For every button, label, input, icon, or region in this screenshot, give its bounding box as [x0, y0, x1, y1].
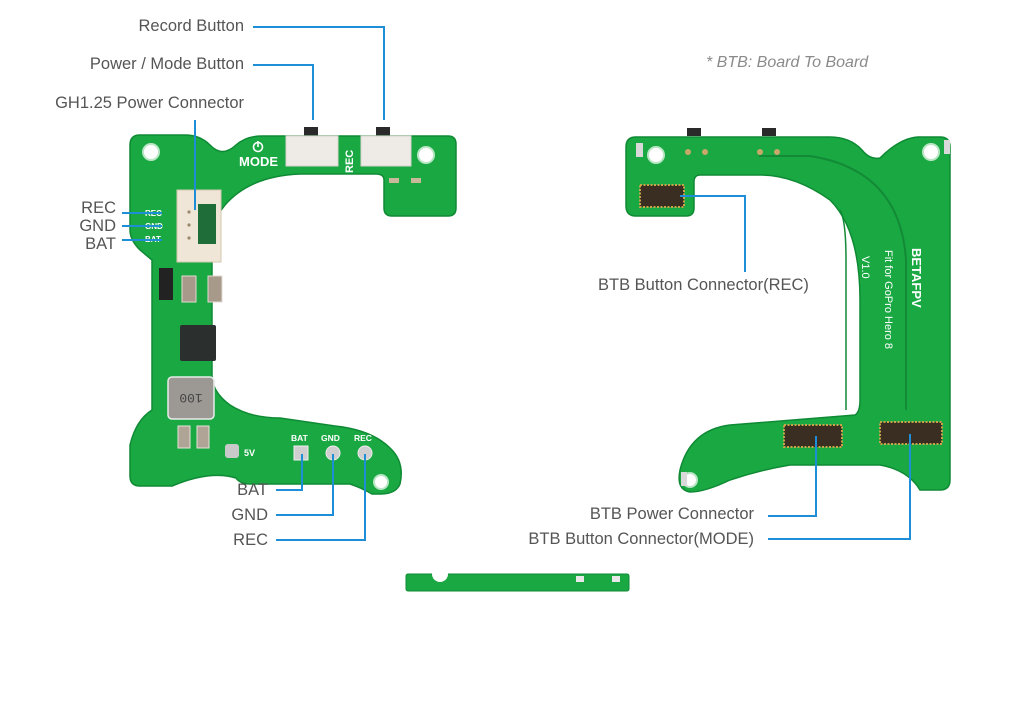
leader-btb-power	[768, 436, 817, 517]
callout-record-button: Record Button	[138, 17, 244, 35]
mounting-hole	[417, 146, 435, 164]
gh125-connector-cavity	[198, 204, 216, 244]
rec-switch	[360, 135, 412, 167]
mode-switch-actuator	[304, 127, 318, 136]
inductor	[167, 376, 215, 420]
leader-btb-rec	[680, 195, 746, 272]
callout-pin-gnd: GND	[79, 217, 116, 235]
btb-footnote: * BTB: Board To Board	[706, 54, 869, 71]
callout-gh125-connector: GH1.25 Power Connector	[55, 94, 244, 112]
callout-btb-power: BTB Power Connector	[589, 505, 754, 523]
callout-btb-mode: BTB Button Connector(MODE)	[528, 530, 754, 548]
smd-resistor	[389, 178, 399, 183]
silk-pad-bat: BAT	[291, 433, 309, 443]
silk-5v: 5V	[244, 448, 255, 458]
right-pcb-outline	[625, 136, 951, 493]
mounting-hole	[142, 143, 160, 161]
side-pcb-board	[405, 566, 630, 592]
pcb-trace	[839, 209, 847, 410]
callout-btb-rec: BTB Button Connector(REC)	[598, 276, 809, 294]
silk-pad-rec: REC	[354, 433, 372, 443]
leader-lines	[122, 26, 911, 541]
silk-fit: Fit for GoPro Hero 8	[882, 250, 894, 349]
pcb-trace	[759, 155, 907, 410]
btb-rec-connector	[639, 184, 685, 208]
callout-pad-rec: REC	[233, 531, 268, 549]
smd-resistor	[411, 178, 421, 183]
silk-inductor-value: 100	[179, 390, 202, 405]
mounting-hole	[922, 143, 940, 161]
side-pcb-outline	[405, 573, 630, 592]
btb-power-connector	[783, 424, 843, 448]
callout-pad-gnd: GND	[231, 506, 268, 524]
callout-pin-bat: BAT	[85, 235, 116, 253]
rec-switch-actuator	[376, 127, 390, 136]
pad-5v	[225, 444, 239, 458]
right-pcb-board: BETAFPV Fit for GoPro Hero 8 V1.0	[625, 128, 951, 493]
silk-brand: BETAFPV	[909, 248, 924, 308]
leader-pad-rec	[276, 454, 366, 541]
diode	[159, 268, 173, 300]
regulator-ic	[180, 325, 216, 361]
capacitor	[177, 425, 191, 449]
callout-pin-rec: REC	[81, 199, 116, 217]
mounting-hole	[647, 146, 665, 164]
leader-pad-gnd	[276, 454, 334, 516]
capacitor	[207, 275, 223, 303]
btb-mode-connector	[879, 421, 943, 445]
callout-pad-bat: BAT	[237, 481, 268, 499]
mode-switch	[285, 135, 339, 167]
leader-power-mode-button	[253, 64, 314, 120]
leader-pad-bat	[276, 454, 303, 491]
silk-version: V1.0	[859, 256, 871, 279]
left-pcb-board: REC GND BAT 100 5V BAT GND REC MODE REC	[129, 127, 457, 495]
silk-pad-gnd: GND	[321, 433, 340, 443]
leader-btb-mode	[768, 434, 911, 540]
silk-mode: MODE	[239, 154, 278, 169]
callout-power-mode-button: Power / Mode Button	[89, 55, 244, 73]
leader-record-button	[253, 26, 385, 120]
capacitor	[181, 275, 197, 303]
capacitor	[196, 425, 210, 449]
mounting-hole	[373, 474, 389, 490]
silk-rec: REC	[344, 150, 356, 173]
